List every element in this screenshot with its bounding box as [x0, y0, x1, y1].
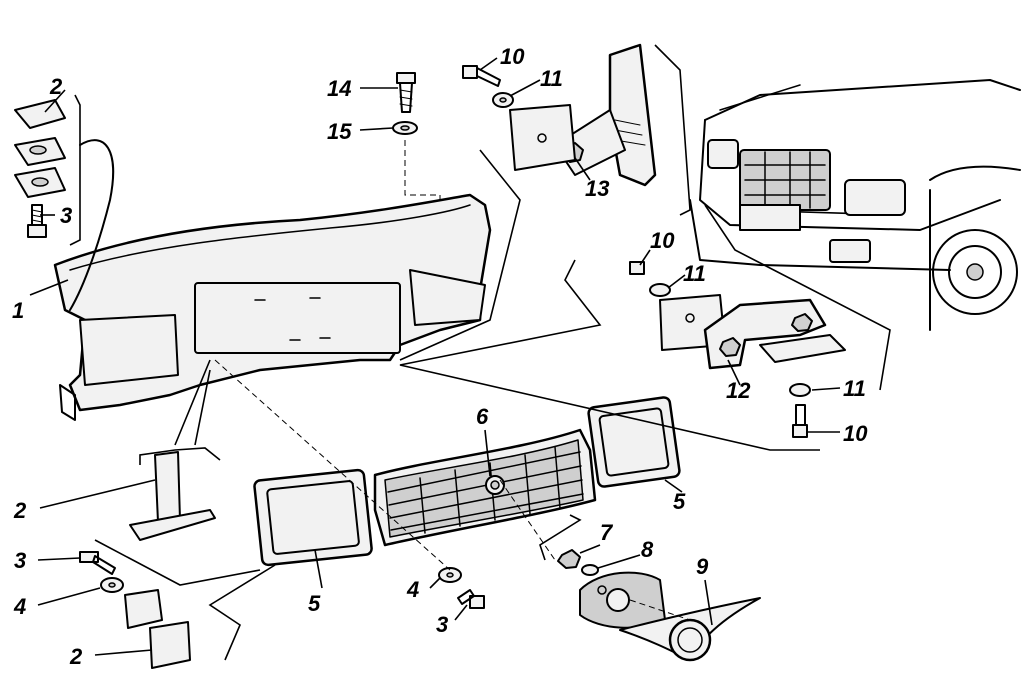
headlamp-bezel-right	[587, 396, 681, 488]
bumper-bracket-stack-top	[14, 94, 115, 311]
callout-2-mid: 2	[13, 498, 27, 523]
callout-10-right: 10	[843, 421, 868, 446]
vehicle-front-view	[689, 79, 1021, 331]
callout-6: 6	[476, 404, 489, 429]
bracket-mid-left	[129, 447, 221, 541]
callout-5-right: 5	[673, 489, 686, 514]
screw-top-left	[27, 204, 47, 238]
washer-screw-center-bottom	[438, 567, 485, 609]
callout-4-left: 4	[13, 594, 26, 619]
callout-12: 12	[726, 378, 751, 403]
callout-15: 15	[327, 119, 352, 144]
emblem-assembly	[557, 549, 761, 662]
side-bracket-right	[629, 204, 891, 438]
radiator-grille	[373, 428, 597, 547]
callout-10-top: 10	[500, 44, 525, 69]
callout-4-center: 4	[406, 577, 419, 602]
callout-8: 8	[641, 537, 654, 562]
callout-7: 7	[600, 520, 614, 545]
callout-1: 1	[12, 298, 24, 323]
callout-13: 13	[585, 176, 609, 201]
grouping-lines	[174, 149, 820, 661]
callout-11-mid: 11	[683, 261, 706, 286]
callout-labels: 2 3 1 14 15 10 11 13 10 11 12 11 10 6 5 …	[12, 44, 868, 669]
front-bumper	[53, 193, 492, 421]
callout-10-mid: 10	[650, 228, 675, 253]
vehicle-grille	[739, 149, 831, 211]
assembly-guide-lines	[214, 359, 691, 621]
bolt-and-washer-center-top	[392, 72, 441, 205]
upper-mounting-bracket	[509, 43, 691, 216]
bracket-lower-left	[79, 539, 261, 669]
callout-3-center: 3	[436, 612, 448, 637]
headlamp-bezel-left	[253, 468, 373, 567]
callout-2-top: 2	[49, 74, 63, 99]
bolt-washer-top	[462, 65, 514, 108]
callout-11-top: 11	[540, 66, 563, 91]
callout-11-right: 11	[843, 376, 866, 401]
callout-2-bottom: 2	[69, 644, 83, 669]
callout-5-left: 5	[308, 591, 321, 616]
callout-9: 9	[696, 554, 709, 579]
callout-14: 14	[327, 76, 351, 101]
callout-3-top-left: 3	[60, 203, 72, 228]
leader-lines	[29, 57, 841, 656]
callout-3-left: 3	[14, 548, 26, 573]
